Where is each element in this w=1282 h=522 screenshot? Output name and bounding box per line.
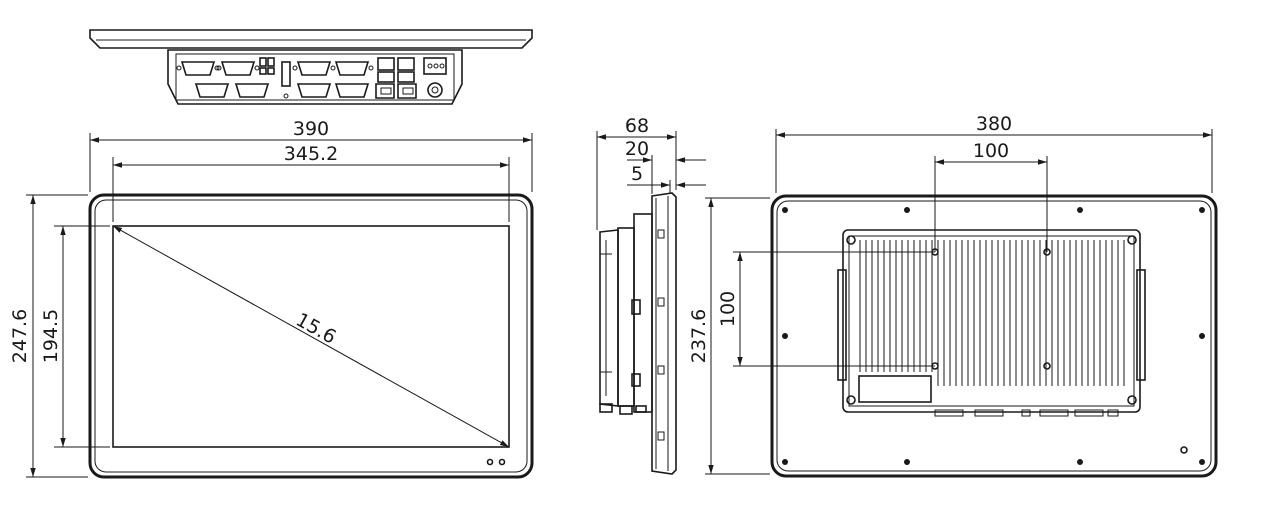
- side-bezel-label: 20: [625, 138, 649, 160]
- frame-screws: [782, 207, 1205, 465]
- vesa-horizontal-label: 100: [973, 140, 1009, 162]
- vesa-vertical-label: 100: [717, 291, 739, 327]
- side-lip-label: 5: [631, 163, 643, 185]
- rear-view: 380 100 237.6 100: [688, 113, 1218, 478]
- front-width-label: 390: [293, 118, 329, 140]
- front-height-label: 247.6: [9, 309, 31, 363]
- side-depth-label: 68: [625, 115, 649, 137]
- usb-lan-ports: [375, 57, 417, 99]
- serial-port-group-top: [176, 61, 374, 76]
- side-view: 68 20 5: [596, 115, 706, 475]
- visible-width-label: 345.2: [284, 143, 338, 165]
- serial-port-group-bottom: [194, 83, 370, 98]
- rear-width-label: 380: [976, 113, 1012, 135]
- front-view: 15.6 390 345.2 247.6 194.5: [9, 118, 534, 479]
- visible-height-label: 194.5: [40, 309, 62, 363]
- diagonal-label: 15.6: [292, 309, 340, 349]
- heatsink-fins: [859, 240, 1125, 386]
- io-bottom-view: [89, 29, 533, 105]
- rear-height-label: 237.6: [688, 309, 710, 363]
